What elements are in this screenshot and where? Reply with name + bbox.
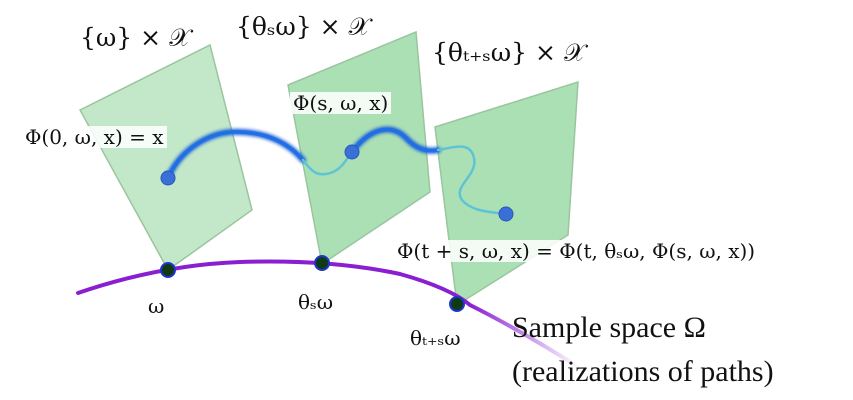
label-phi-start: Φ(0, ω, x) = x	[22, 126, 167, 148]
point-label-theta-ts: θₜ₊ₛω	[410, 326, 461, 350]
fiber-title-omega: {ω} × 𝒳	[80, 23, 191, 52]
trajectory-segment-1-core	[166, 130, 305, 180]
trajectory-segment-2	[301, 150, 354, 176]
fiber-theta-ts	[434, 80, 579, 307]
base-point-theta-s	[314, 255, 330, 271]
trajectory-point-start	[160, 170, 176, 186]
fiber-title-theta-ts: {θₜ₊ₛω} × 𝒳	[432, 38, 586, 67]
sample-space-title: Sample space Ω	[512, 311, 706, 344]
fiber-omega	[78, 43, 253, 272]
sample-space-subtitle: (realizations of paths)	[512, 355, 774, 388]
point-label-theta-s: θₛω	[298, 290, 334, 314]
trajectory-segment-3-core	[350, 127, 440, 154]
trajectory-point-end	[498, 206, 514, 222]
sample-space-curve	[76, 259, 582, 370]
point-label-omega: ω	[148, 294, 165, 318]
base-point-theta-ts	[449, 296, 465, 312]
trajectory-point-mid	[344, 144, 360, 160]
label-phi-mid: Φ(s, ω, x)	[290, 92, 392, 114]
trajectory-segment-4	[436, 145, 508, 216]
base-point-omega	[160, 262, 176, 278]
fiber-title-theta-s: {θₛω} × 𝒳	[236, 12, 371, 41]
label-phi-cocycle: Φ(t + s, ω, x) = Φ(t, θₛω, Φ(s, ω, x))	[394, 240, 759, 262]
